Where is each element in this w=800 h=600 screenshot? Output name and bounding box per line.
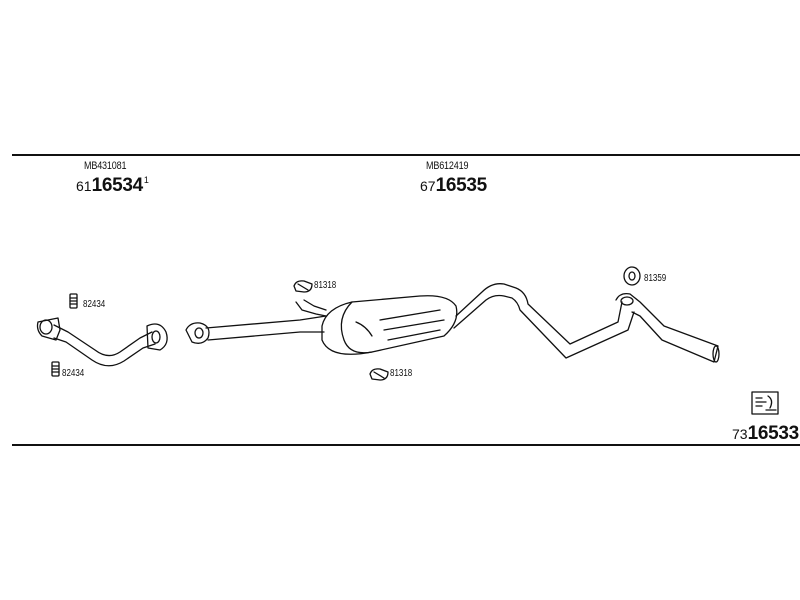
middle-silencer-oe-code: MB612419: [426, 160, 469, 172]
front-pipe-part-number: 61165341: [76, 175, 149, 196]
clamp-icon: [51, 361, 60, 377]
tail-joint: [620, 296, 634, 306]
rear-rubber-label: 81359: [644, 273, 667, 284]
silencer-body: [321, 295, 458, 355]
front-pipe-prefix: 61: [76, 178, 92, 194]
tailpipe-end: [712, 345, 720, 363]
front-pipe-note: 1: [143, 175, 149, 185]
kit-number: 16533: [747, 423, 800, 444]
middle-inlet-flange: [185, 322, 210, 344]
front-pipe-flange: [36, 317, 61, 341]
front-pipe: [36, 317, 168, 367]
kit-box-icon: [751, 391, 779, 415]
kit-prefix: 73: [732, 426, 748, 442]
kit-part-number: 7316533: [732, 424, 799, 443]
lower-clamp-label: 82434: [62, 368, 85, 379]
front-pipe-number: 16534: [91, 175, 144, 196]
top-divider: [12, 154, 800, 156]
rubber-mount-icon: [369, 368, 389, 381]
upper-clamp-label: 82434: [83, 299, 106, 310]
middle-silencer-prefix: 67: [420, 178, 436, 194]
middle-silencer-part-number: 6716535: [420, 176, 487, 195]
lower-mount-label: 81318: [390, 368, 413, 379]
clamp-icon: [69, 293, 78, 309]
rubber-mount-icon: [293, 280, 313, 293]
front-pipe-outlet-flange: [146, 323, 168, 351]
upper-mount-label: 81318: [314, 280, 337, 291]
middle-silencer-number: 16535: [435, 175, 488, 196]
middle-silencer-assembly: [185, 283, 720, 363]
rubber-mount-icon: [623, 266, 641, 286]
bottom-divider: [12, 444, 800, 446]
front-pipe-oe-code: MB431081: [84, 160, 127, 172]
